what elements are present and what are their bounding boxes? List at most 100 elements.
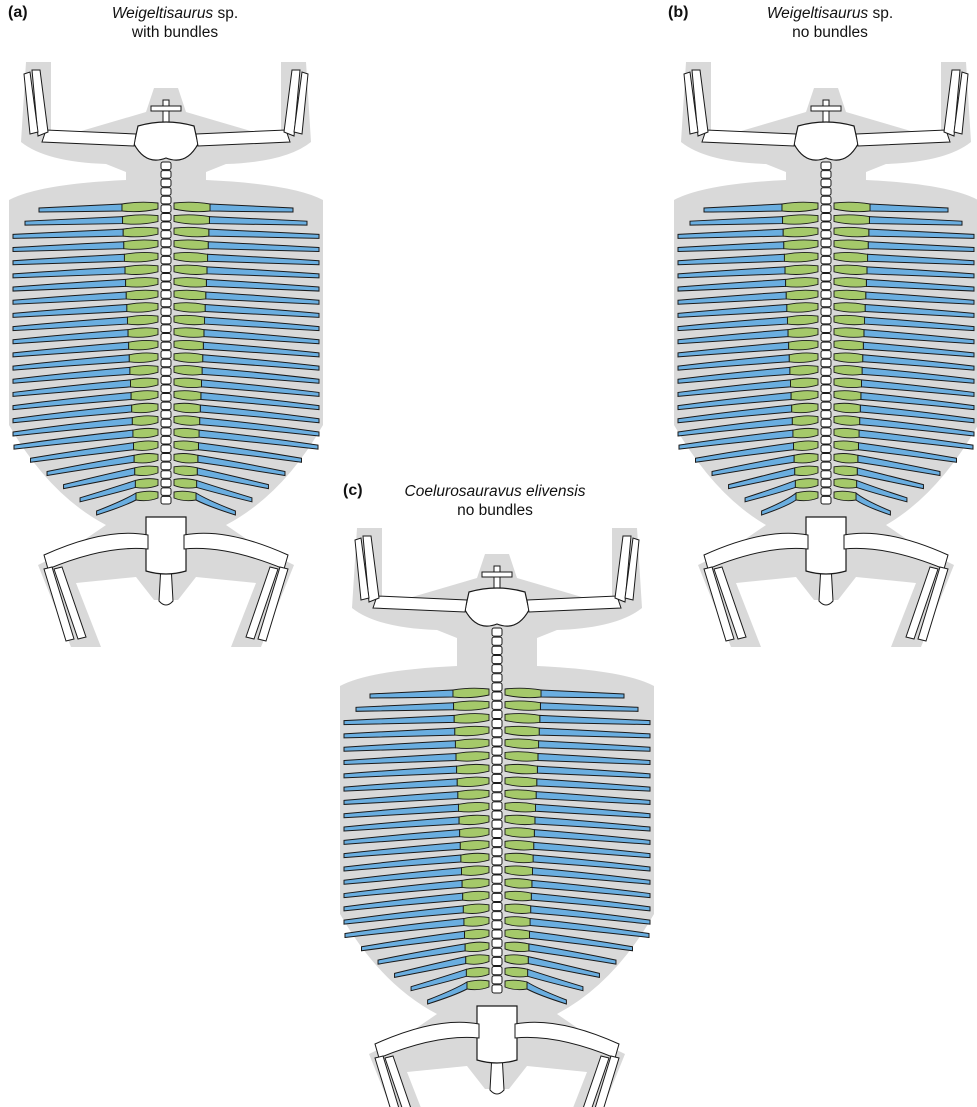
vertebra-a <box>161 265 171 273</box>
rib-proximal-a <box>128 328 158 337</box>
rib-proximal-c <box>457 764 489 773</box>
panel-a-taxon-suffix: sp. <box>213 5 238 22</box>
rib-proximal-b <box>790 366 818 375</box>
rib-proximal-a <box>134 454 158 463</box>
rib-proximal-a <box>126 278 158 287</box>
rib-proximal-c <box>459 815 489 824</box>
pelvic-girdle-a <box>146 517 186 574</box>
vertebra-b <box>821 213 831 221</box>
rib-proximal-a <box>125 265 158 274</box>
rib-proximal-c <box>464 917 489 926</box>
rib-proximal-a <box>136 491 158 500</box>
vertebra-b <box>821 359 831 367</box>
rib-proximal-a <box>127 303 158 312</box>
rib-proximal-b <box>834 366 862 375</box>
rib-proximal-a <box>174 454 198 463</box>
vertebra-a <box>161 248 171 256</box>
vertebra-b <box>821 479 831 487</box>
vertebra-c <box>492 720 502 728</box>
vertebra-a <box>161 359 171 367</box>
vertebra-b <box>821 428 831 436</box>
vertebra-b <box>821 231 831 239</box>
rib-proximal-b <box>834 491 856 500</box>
vertebra-c <box>492 838 502 846</box>
vertebra-b <box>821 188 831 196</box>
rib-proximal-c <box>505 968 528 977</box>
rib-proximal-c <box>463 904 489 913</box>
rib-proximal-c <box>457 777 489 786</box>
vertebra-c <box>492 957 502 965</box>
vertebra-a <box>161 222 171 230</box>
rib-proximal-c <box>505 841 534 850</box>
panel-c-caption: Coelurosauravus elivensis no bundles <box>370 482 620 520</box>
vertebra-b <box>821 282 831 290</box>
panel-a-label: (a) <box>8 4 28 22</box>
panel-b-condition: no bundles <box>715 23 945 42</box>
vertebra-b <box>821 171 831 179</box>
vertebra-a <box>161 351 171 359</box>
vertebra-b <box>821 273 831 281</box>
rib-proximal-b <box>794 441 818 450</box>
rib-proximal-a <box>129 340 158 349</box>
vertebra-a <box>161 188 171 196</box>
vertebra-c <box>492 985 502 993</box>
vertebra-c <box>492 857 502 865</box>
rib-proximal-b <box>786 290 818 299</box>
vertebra-a <box>161 488 171 496</box>
rib-proximal-c <box>505 815 535 824</box>
rib-proximal-b <box>834 303 865 312</box>
vertebra-b <box>821 385 831 393</box>
vertebra-a <box>161 282 171 290</box>
vertebra-c <box>492 829 502 837</box>
rib-proximal-a <box>174 466 197 475</box>
interclavicle-a <box>151 106 181 111</box>
pelvic-girdle-b <box>806 517 846 574</box>
vertebra-b <box>821 239 831 247</box>
rib-proximal-c <box>505 929 529 938</box>
vertebra-a <box>161 402 171 410</box>
vertebra-b <box>821 179 831 187</box>
rib-proximal-a <box>174 378 201 387</box>
vertebra-a <box>161 162 171 170</box>
pectoral-girdle-c <box>465 588 529 626</box>
rib-proximal-c <box>460 828 489 837</box>
pectoral-girdle-b <box>794 122 858 160</box>
vertebra-b <box>821 445 831 453</box>
vertebra-c <box>492 820 502 828</box>
vertebra-a <box>161 231 171 239</box>
vertebra-c <box>492 628 502 636</box>
rib-proximal-c <box>454 714 489 723</box>
vertebra-c <box>492 655 502 663</box>
rib-proximal-a <box>174 202 210 211</box>
vertebra-a <box>161 436 171 444</box>
rib-proximal-c <box>461 853 489 862</box>
vertebra-c <box>492 738 502 746</box>
rib-proximal-c <box>505 853 533 862</box>
rib-proximal-b <box>783 215 818 224</box>
rib-proximal-b <box>834 278 866 287</box>
vertebra-b <box>821 488 831 496</box>
vertebra-b <box>821 316 831 324</box>
vertebra-b <box>821 222 831 230</box>
panel-b-label: (b) <box>668 4 688 22</box>
pelvic-girdle-c <box>477 1006 517 1063</box>
vertebra-c <box>492 930 502 938</box>
rib-proximal-b <box>796 491 818 500</box>
vertebra-b <box>821 205 831 213</box>
rib-proximal-a <box>174 441 198 450</box>
rib-proximal-b <box>834 454 858 463</box>
rib-proximal-b <box>789 353 818 362</box>
rib-proximal-b <box>784 240 818 249</box>
vertebra-c <box>492 774 502 782</box>
rib-proximal-c <box>455 739 489 748</box>
rib-proximal-a <box>127 315 158 324</box>
rib-proximal-a <box>174 328 204 337</box>
vertebra-b <box>821 402 831 410</box>
rib-proximal-c <box>458 802 489 811</box>
rib-proximal-c <box>466 955 489 964</box>
rib-proximal-b <box>834 353 863 362</box>
vertebra-a <box>161 291 171 299</box>
rib-proximal-a <box>174 215 209 224</box>
